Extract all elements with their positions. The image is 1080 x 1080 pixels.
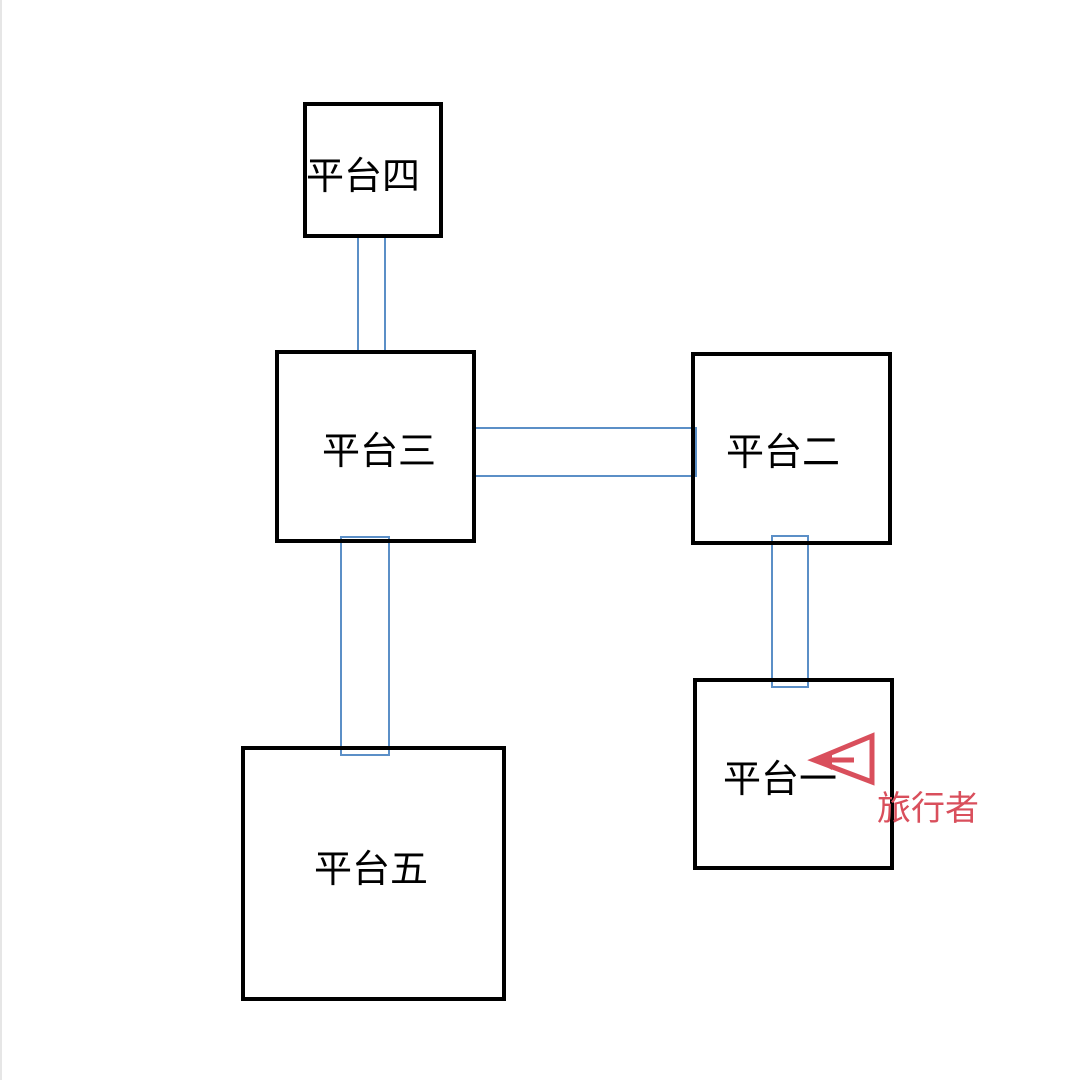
platform-four[interactable]: [303, 102, 443, 238]
page-left-edge: [0, 0, 2, 1080]
platform-one[interactable]: [693, 678, 894, 870]
arrow-marker-icon: [807, 732, 875, 786]
platform-three[interactable]: [275, 350, 476, 543]
bridge-p2-p1: [771, 535, 809, 688]
platform-five-label: 平台五: [314, 847, 429, 891]
platform-one-label: 平台一: [723, 757, 838, 801]
bridge-p4-p3: [357, 234, 386, 353]
traveler-label: 旅行者: [877, 789, 979, 829]
platform-five[interactable]: [241, 746, 506, 1001]
platform-three-label: 平台三: [322, 429, 437, 473]
platform-two-label: 平台二: [726, 430, 841, 474]
platform-two[interactable]: [691, 352, 892, 545]
bridge-p3-p5: [340, 536, 390, 756]
platform-four-label: 平台四: [306, 154, 421, 198]
bridge-p3-p2: [474, 427, 697, 477]
